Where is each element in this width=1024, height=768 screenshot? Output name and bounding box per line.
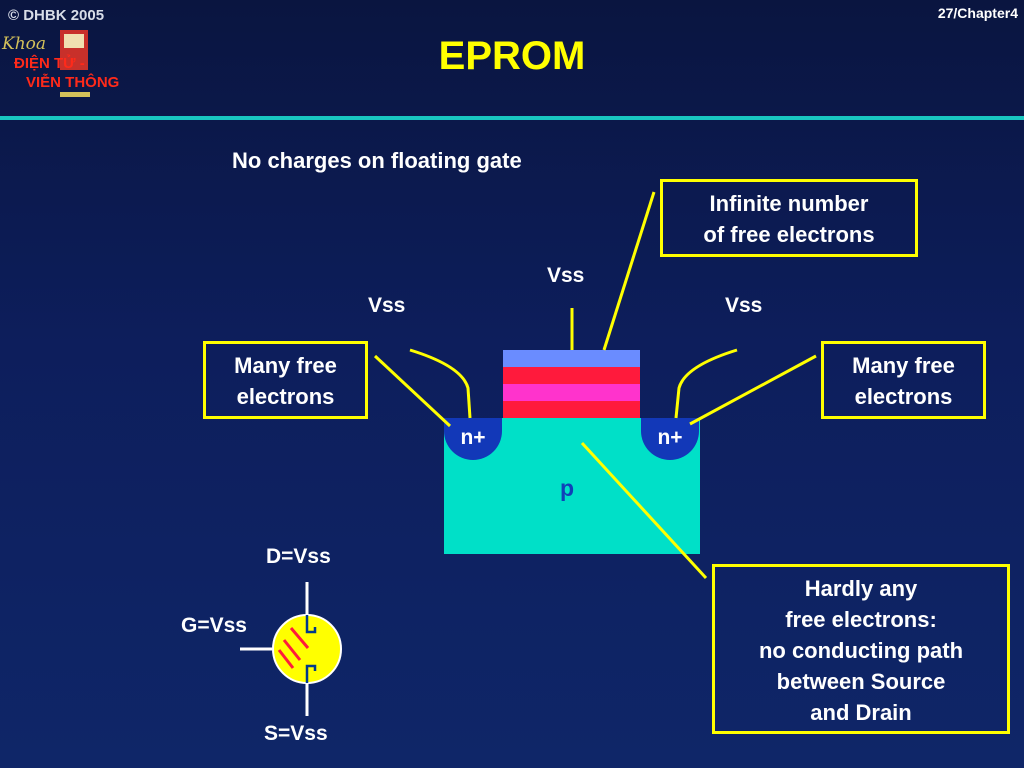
- gate-callout-pointer: [602, 191, 656, 351]
- channel-callout-pointer: [580, 441, 708, 580]
- drain-wire: [674, 348, 738, 419]
- logo-text-line2: VIỄN THÔNG: [26, 74, 120, 91]
- symbol-channel: [277, 649, 295, 669]
- callout-gate-electrons: Infinite number of free electrons: [660, 179, 918, 257]
- floating-gate: [503, 384, 640, 401]
- symbol-source-label: S=Vss: [264, 722, 328, 745]
- logo-underline: [60, 92, 90, 97]
- logo-text-khoa: Khoa: [2, 34, 47, 54]
- callout-channel-line1: Hardly any: [804, 576, 918, 601]
- control-gate: [503, 350, 640, 367]
- symbol-gate-label: G=Vss: [181, 614, 247, 637]
- callout-left-line2: electrons: [236, 384, 335, 409]
- callout-channel-line5: and Drain: [810, 700, 912, 725]
- callout-right-line2: electrons: [854, 384, 953, 409]
- callout-right-line1: Many free: [852, 353, 955, 378]
- callout-gate-line2: of free electrons: [703, 222, 875, 247]
- gate-voltage-label: Vss: [547, 264, 585, 287]
- logo-emblem-inner: [64, 34, 84, 48]
- callout-source-electrons: Many free electrons: [203, 341, 368, 419]
- symbol-floating-gate: [282, 639, 302, 661]
- callout-gate-line1: Infinite number: [709, 191, 869, 216]
- copyright-text: © DHBK 2005: [8, 7, 105, 24]
- title-divider: [0, 116, 1024, 120]
- page-number: 27/Chapter4: [937, 5, 1018, 21]
- symbol-source-terminal: [305, 664, 317, 683]
- diagram-subtitle: No charges on floating gate: [232, 148, 522, 173]
- symbol-drain-label: D=Vss: [266, 545, 331, 568]
- slide-title: EPROM: [438, 34, 586, 78]
- callout-channel-line2: free electrons:: [785, 607, 937, 632]
- callout-drain-electrons: Many free electrons: [821, 341, 986, 419]
- callout-channel-line4: between Source: [776, 669, 946, 694]
- gate-oxide-upper: [503, 367, 640, 384]
- drain-voltage-label: Vss: [725, 294, 763, 317]
- logo-text-line1: ĐIỆN TỬ -: [14, 55, 85, 72]
- substrate-label: p: [560, 475, 575, 501]
- callout-left-line1: Many free: [234, 353, 337, 378]
- source-wire: [409, 348, 472, 419]
- source-voltage-label: Vss: [368, 294, 406, 317]
- right-callout-pointer: [689, 354, 817, 426]
- left-callout-pointer: [373, 354, 452, 428]
- callout-channel-no-path: Hardly any free electrons: no conducting…: [712, 564, 1010, 734]
- symbol-drain-terminal: [305, 615, 317, 634]
- gate-oxide-lower: [503, 401, 640, 418]
- symbol-control-gate: [289, 627, 310, 649]
- callout-channel-line3: no conducting path: [758, 638, 964, 663]
